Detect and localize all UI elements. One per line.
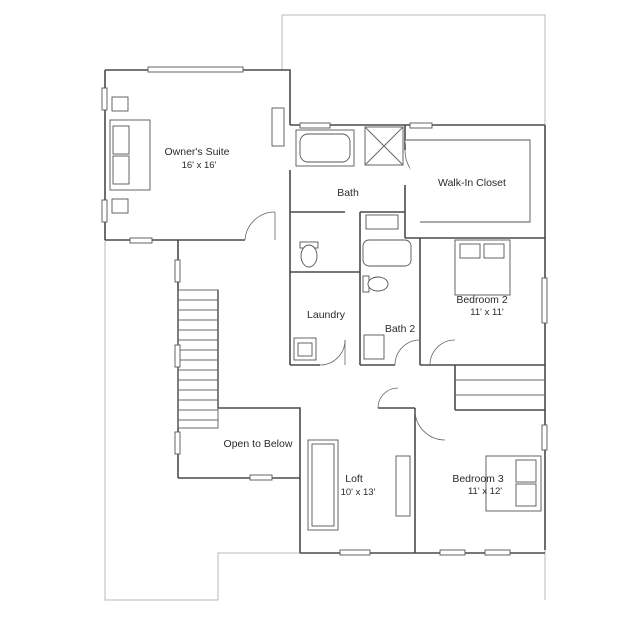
open-to-below-name: Open to Below	[224, 438, 293, 450]
owners-suite-size: 16' x 16'	[182, 160, 217, 171]
bath-name: Bath	[337, 187, 359, 199]
bedroom-2-size: 11' x 11'	[470, 307, 504, 318]
staircase	[177, 289, 219, 429]
owners-suite-name: Owner's Suite	[164, 146, 229, 158]
windows	[101, 66, 548, 556]
loft-size: 10' x 13'	[341, 487, 376, 498]
bath-2-name: Bath 2	[385, 323, 416, 335]
bedroom-3-size: 11' x 12'	[468, 486, 502, 497]
laundry-name: Laundry	[307, 309, 346, 321]
bedroom-3-name: Bedroom 3	[452, 473, 504, 485]
loft-name: Loft	[345, 473, 363, 485]
fixtures	[109, 96, 542, 531]
bedroom-2-name: Bedroom 2	[456, 294, 508, 306]
walk-in-closet-name: Walk-In Closet	[438, 177, 506, 189]
